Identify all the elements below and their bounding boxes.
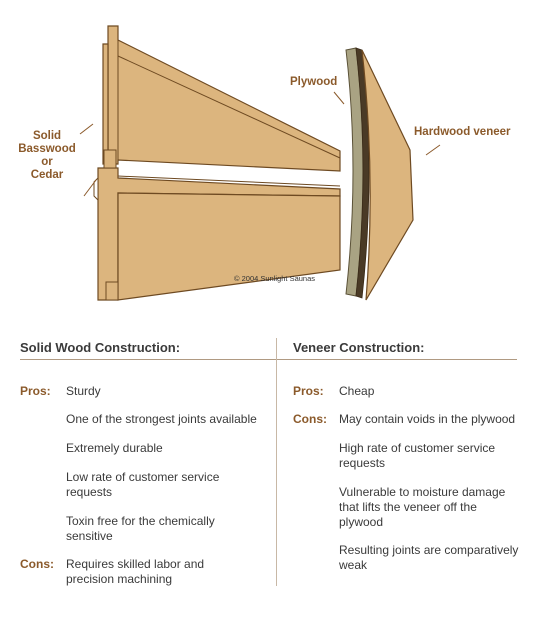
solid-label-line: Cedar bbox=[30, 169, 64, 181]
solid-con-item: Requires skilled labor and precision mac… bbox=[66, 557, 205, 586]
solid-pro-item: One of the strongest joints available bbox=[66, 412, 257, 426]
plywood-label: Plywood bbox=[290, 76, 338, 88]
veneer-heading-divider bbox=[277, 359, 517, 360]
solid-heading-divider bbox=[20, 359, 276, 360]
solid-label-line: Basswood bbox=[18, 143, 76, 155]
veneer-pro-item: Cheap bbox=[339, 384, 375, 398]
solid-label-leader-bottom bbox=[83, 179, 97, 197]
solid-wood-board bbox=[93, 25, 341, 301]
copyright-notice: © 2004 Sunlight Saunas bbox=[234, 274, 316, 283]
veneer-pros-label: Pros: bbox=[293, 384, 324, 398]
hardwood-veneer-label: Hardwood veneer bbox=[414, 126, 511, 138]
solid-label-line: Solid bbox=[32, 130, 62, 142]
solid-pro-item: Toxin free for the chemically sensitive bbox=[66, 514, 215, 543]
column-divider bbox=[276, 338, 277, 586]
veneer-cons-label: Cons: bbox=[293, 412, 327, 426]
veneer-con-item: Vulnerable to moisture damage that lifts… bbox=[339, 485, 506, 529]
solid-cons-label: Cons: bbox=[20, 557, 54, 571]
veneer-heading: Veneer Construction: bbox=[293, 340, 425, 355]
plywood-leader bbox=[333, 91, 345, 105]
veneer-con-item: High rate of customer service requests bbox=[339, 441, 496, 470]
solid-pros-label: Pros: bbox=[20, 384, 51, 398]
solid-label-line: or bbox=[41, 156, 53, 168]
wood-construction-illustration bbox=[79, 25, 441, 301]
solid-pro-item: Low rate of customer service requests bbox=[66, 470, 220, 499]
veneer-con-item: Resulting joints are comparatively weak bbox=[339, 543, 519, 572]
veneer-leader bbox=[425, 144, 441, 156]
solid-wood-label: Solid Basswood or Cedar bbox=[14, 130, 80, 182]
veneer-con-item: May contain voids in the plywood bbox=[339, 412, 516, 426]
solid-pro-item: Extremely durable bbox=[66, 441, 163, 455]
solid-pro-item: Sturdy bbox=[66, 384, 101, 398]
solid-label-leader-top bbox=[79, 123, 94, 135]
solid-wood-heading: Solid Wood Construction: bbox=[20, 340, 181, 355]
hardwood-veneer-panel bbox=[361, 49, 414, 301]
